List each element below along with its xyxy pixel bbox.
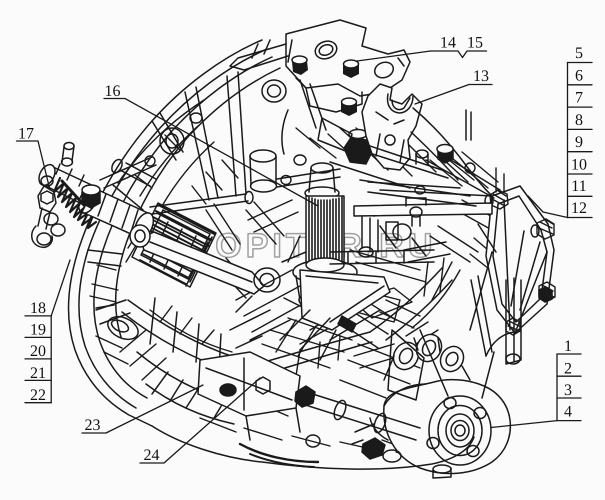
- svg-text:16: 16: [105, 83, 121, 100]
- svg-text:17: 17: [18, 126, 34, 143]
- svg-text:18: 18: [30, 300, 46, 317]
- svg-text:15: 15: [467, 35, 483, 52]
- svg-text:12: 12: [571, 200, 587, 217]
- svg-text:11: 11: [571, 178, 586, 195]
- svg-text:7: 7: [575, 90, 583, 107]
- svg-text:19: 19: [30, 322, 46, 339]
- svg-text:2: 2: [564, 361, 572, 378]
- svg-text:10: 10: [571, 157, 587, 174]
- svg-text:9: 9: [575, 134, 583, 151]
- svg-text:1: 1: [564, 338, 572, 355]
- svg-text:21: 21: [30, 365, 46, 382]
- svg-text:4: 4: [564, 404, 572, 421]
- svg-text:20: 20: [30, 343, 46, 360]
- svg-text:24: 24: [144, 447, 160, 464]
- svg-text:23: 23: [85, 417, 101, 434]
- svg-text:5: 5: [575, 45, 583, 62]
- svg-text:6: 6: [575, 68, 583, 85]
- svg-text:8: 8: [575, 112, 583, 129]
- svg-text:3: 3: [564, 382, 572, 399]
- svg-text:13: 13: [473, 68, 489, 85]
- svg-text:22: 22: [30, 387, 46, 404]
- svg-text:14: 14: [440, 35, 456, 52]
